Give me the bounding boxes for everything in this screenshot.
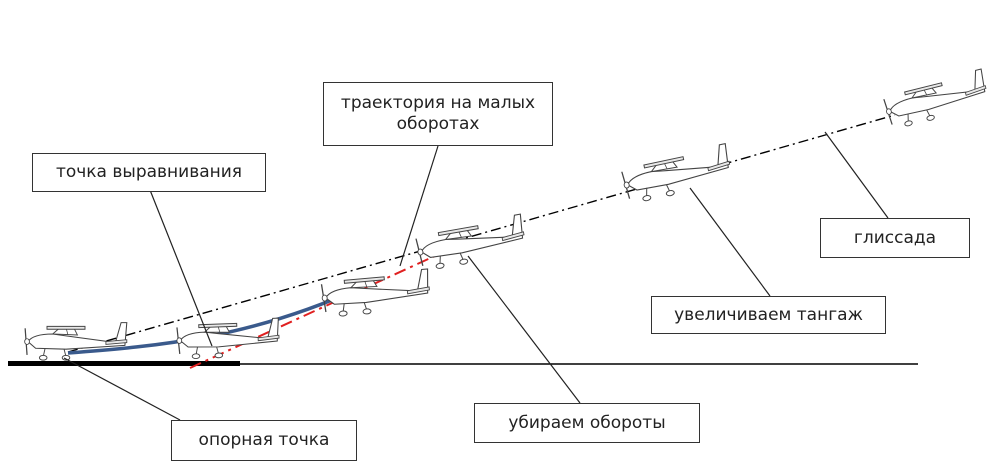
label-glide-slope: глиссада	[820, 218, 970, 258]
glide-slope-line	[67, 114, 896, 353]
leader-line-reduce-rpm	[467, 255, 581, 404]
label-reduce-rpm: убираем обороты	[474, 403, 700, 443]
airplane-icon	[619, 142, 735, 206]
label-aiming-point: опорная точка	[171, 420, 357, 461]
label-increase-pitch: увеличиваем тангаж	[651, 296, 886, 334]
leader-line-flare-point	[149, 189, 213, 347]
airplane-icon	[413, 213, 528, 273]
leader-line-increase-pitch	[689, 187, 771, 297]
airplane-icon	[319, 268, 432, 319]
leader-line-glide-slope	[824, 131, 889, 219]
airplane-icon	[24, 321, 128, 361]
label-low-rpm-trajectory: траектория на малых оборотах	[323, 82, 553, 146]
leader-line-low-rpm	[399, 145, 439, 267]
runway	[8, 361, 240, 366]
leader-line-aiming-point	[63, 357, 181, 421]
label-flare-point: точка выравнивания	[32, 153, 266, 192]
airplane-icon	[881, 68, 991, 131]
low-rpm-trajectory-line	[189, 249, 449, 369]
